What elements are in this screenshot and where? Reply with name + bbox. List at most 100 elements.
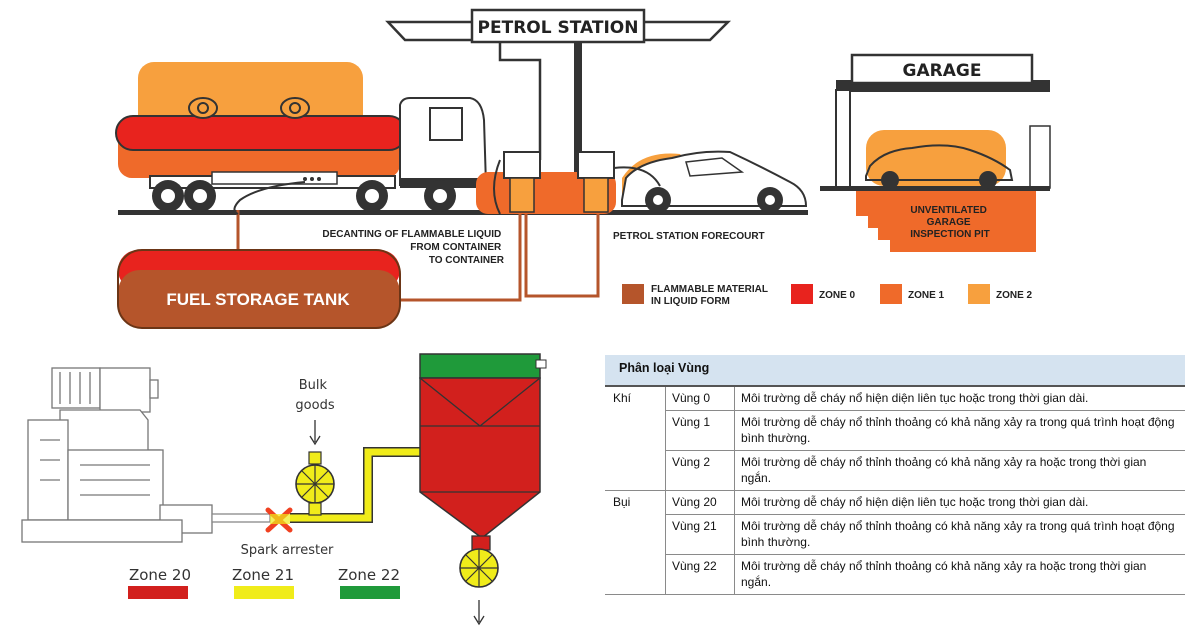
fuel-pump-left xyxy=(503,151,541,179)
tanker-manhole-left xyxy=(188,97,218,119)
bulk-valve-stem xyxy=(308,451,322,465)
truck-cab xyxy=(399,97,488,186)
tanker-wheel-hub xyxy=(193,189,207,203)
truck-wheel-hub xyxy=(433,189,447,203)
silo-rotary-valve-spokes xyxy=(460,549,498,587)
dust-legend-swatch-zone20 xyxy=(128,586,188,599)
zone-name: Vùng 2 xyxy=(665,450,735,491)
garage-wall-left xyxy=(835,89,851,191)
fuel-storage-tank-label: FUEL STORAGE TANK xyxy=(166,290,350,309)
dust-legend-label-zone21: Zone 21 xyxy=(232,566,294,584)
table-row: Bụi Vùng 20 Môi trường dễ cháy nổ hiện d… xyxy=(605,490,1185,515)
table-row: Vùng 1 Môi trường dễ cháy nổ thỉnh thoản… xyxy=(605,410,1185,451)
tanker-gauge-dot xyxy=(317,177,321,181)
garage-sign-box xyxy=(850,53,1034,85)
machine-body xyxy=(67,449,164,521)
legend-label-zone2: ZONE 2 xyxy=(996,290,1033,301)
bulk-valve-outlet xyxy=(308,502,322,516)
inspection-pit-label-line: UNVENTILATED xyxy=(910,205,986,216)
zone-name: Vùng 20 xyxy=(665,490,735,515)
inspection-pit-label-line: INSPECTION PIT xyxy=(910,229,989,240)
garage-car xyxy=(865,144,1014,181)
bulk-rotary-valve-spokes xyxy=(296,465,334,503)
silo-top-zone22 xyxy=(419,353,541,379)
tanker-discharge-hose xyxy=(233,181,306,215)
dust-legend-label-zone22: Zone 22 xyxy=(338,566,400,584)
machine-base xyxy=(21,519,183,543)
legend-label-zone0: ZONE 0 xyxy=(819,290,856,301)
decanting-label-line: FROM CONTAINER xyxy=(410,242,502,253)
zone-description: Môi trường dễ cháy nổ thỉnh thoảng có kh… xyxy=(734,514,1185,555)
decanting-label-line: DECANTING OF FLAMMABLE LIQUID xyxy=(322,229,501,240)
silo-body-zone20 xyxy=(419,377,541,539)
canopy-column-left xyxy=(498,42,542,160)
inspection-pit-label-line: GARAGE xyxy=(927,217,971,228)
zone-name: Vùng 22 xyxy=(665,554,735,595)
zone-category-dust: Bụi xyxy=(605,490,666,515)
zone-description: Môi trường dễ cháy nổ thỉnh thoảng có kh… xyxy=(734,554,1185,595)
fuel-pump-right-body xyxy=(583,177,609,213)
zone-description: Môi trường dễ cháy nổ hiện diện liên tục… xyxy=(734,385,1185,411)
tanker-gauge-dot xyxy=(310,177,314,181)
silo-top-cap xyxy=(535,359,547,369)
petrol-station-sign: PETROL STATION xyxy=(478,18,639,38)
table-row: Vùng 22 Môi trường dễ cháy nổ thỉnh thoả… xyxy=(605,554,1185,595)
bulk-goods-label-line: Bulk xyxy=(299,378,328,393)
zone21-pipe-fill xyxy=(290,448,424,522)
hazard-legend: FLAMMABLE MATERIAL IN LIQUID FORM ZONE 0… xyxy=(622,284,1033,307)
tanker-zone0-body xyxy=(115,115,407,151)
table-row: Vùng 21 Môi trường dễ cháy nổ thỉnh thoả… xyxy=(605,514,1185,555)
forecourt-car-wheel-hub xyxy=(653,195,663,205)
underground-pipe xyxy=(236,210,600,302)
zone-name: Vùng 21 xyxy=(665,514,735,555)
legend-swatch-zone2 xyxy=(968,284,990,304)
zone-classification-table: Phân loại Vùng Khí Vùng 0 Môi trường dễ … xyxy=(605,355,1185,595)
zone-description: Môi trường dễ cháy nổ thỉnh thoảng có kh… xyxy=(734,410,1185,451)
forecourt-car-window xyxy=(685,157,745,177)
tanker-gauge-dot xyxy=(303,177,307,181)
spark-arrester-body xyxy=(270,514,290,524)
fuel-pump-left-body xyxy=(509,177,535,213)
zone-category-blank xyxy=(605,554,666,595)
canopy-column-center xyxy=(574,42,582,172)
machine-hopper xyxy=(51,367,101,409)
silo-neck xyxy=(471,535,491,551)
dust-legend-swatch-zone21 xyxy=(234,586,294,599)
garage-car-wheel xyxy=(881,171,899,189)
fuel-pump-right xyxy=(577,151,615,179)
legend-label-line: FLAMMABLE MATERIAL xyxy=(651,284,768,295)
machine-motor xyxy=(99,367,151,413)
garage-car-wheel xyxy=(979,171,997,189)
legend-label-liquid: FLAMMABLE MATERIAL IN LIQUID FORM xyxy=(651,284,771,307)
truck-window xyxy=(429,107,463,141)
tanker-wheel-hub xyxy=(365,189,379,203)
zone-description: Môi trường dễ cháy nổ hiện diện liên tục… xyxy=(734,490,1185,515)
legend-swatch-zone0 xyxy=(791,284,813,304)
zone-category-blank xyxy=(605,410,666,451)
fuel-storage-tank-outline xyxy=(117,249,401,329)
forecourt-car-wheel-hub xyxy=(765,195,775,205)
bulk-goods-label: Bulk goods xyxy=(295,378,334,413)
bulk-goods-label-line: goods xyxy=(295,398,334,413)
zone-name: Vùng 0 xyxy=(665,385,735,411)
bulk-goods-arrow xyxy=(309,420,321,446)
grinding-machine xyxy=(21,367,213,543)
petrol-station-diagram: PETROL STATION FUEL STORAGE TANK DECANTI xyxy=(115,8,1051,329)
zone-category-blank xyxy=(605,450,666,491)
dust-process-diagram: Bulk goods Spark arrester Zone 20 Zone 2… xyxy=(21,353,547,626)
forecourt-nozzle-hose xyxy=(613,166,661,187)
tanker-wheel-hub xyxy=(161,189,175,203)
zone-category-gas: Khí xyxy=(605,385,666,411)
garage-door xyxy=(1029,125,1051,189)
inspection-pit-label: UNVENTILATED GARAGE INSPECTION PIT xyxy=(910,205,989,240)
legend-label-line: IN LIQUID FORM xyxy=(651,296,730,307)
zone-category-blank xyxy=(605,514,666,555)
silo-outlet-arrow xyxy=(473,600,485,626)
zone-table-title: Phân loại Vùng xyxy=(605,355,1185,386)
tanker-manhole-right-inner xyxy=(289,102,301,114)
zone-name: Vùng 1 xyxy=(665,410,735,451)
spark-arrester-label: Spark arrester xyxy=(241,543,334,558)
garage-floor xyxy=(820,186,1050,191)
garage-sign: GARAGE xyxy=(903,61,982,81)
